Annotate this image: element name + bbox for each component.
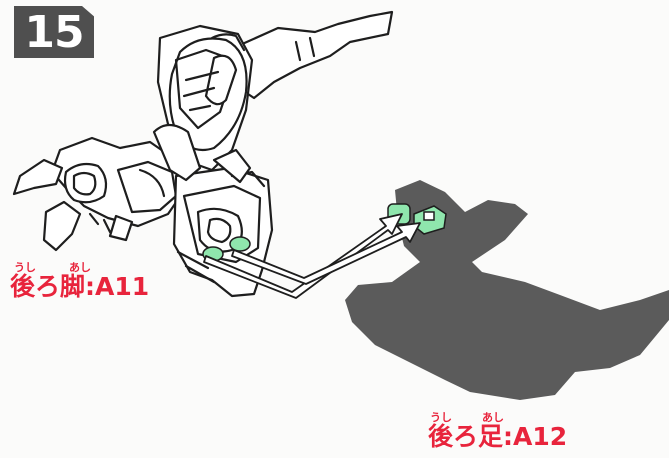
rear-foot-ruby-2: あし (482, 411, 504, 424)
assembly-arrows (203, 213, 421, 299)
rear-leg-text: 後ろ脚:A11 (10, 272, 150, 301)
rear-leg-ruby-1: うし (14, 261, 36, 274)
rear-leg-ruby-2: あし (69, 261, 91, 274)
rear-leg-part (12, 10, 394, 298)
step-number: 15 (24, 7, 84, 58)
rear-foot-ruby-1: うし (430, 411, 452, 424)
step-number-badge: 15 (14, 6, 94, 58)
rear-foot-text: 後ろ足:A12 (428, 422, 568, 451)
rear-leg-ruby: うし あし (10, 262, 149, 273)
rear-leg-label: うし あし 後ろ脚:A11 (10, 262, 149, 301)
rear-foot-label: うし あし 後ろ足:A12 (428, 412, 567, 451)
rear-foot-silhouette (345, 180, 669, 400)
rear-foot-ruby: うし あし (428, 412, 567, 423)
